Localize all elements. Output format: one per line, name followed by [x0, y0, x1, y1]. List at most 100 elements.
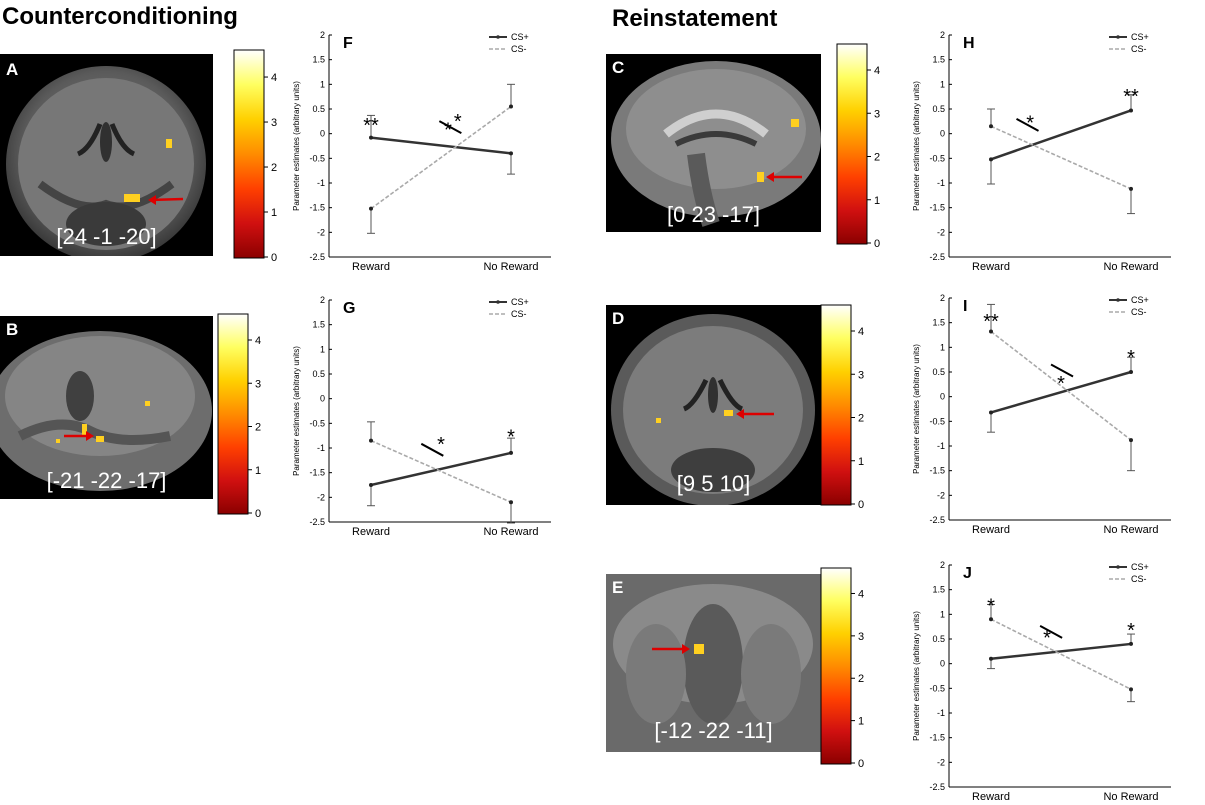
- y-tick-label: -0.5: [309, 418, 325, 428]
- colorbar-tick-label: 4: [874, 65, 880, 77]
- legend-label: CS-: [1131, 44, 1147, 54]
- x-tick-label: No Reward: [1103, 524, 1158, 533]
- y-axis-label: Parameter estimates (arbitrary units): [912, 344, 921, 474]
- y-tick-label: -2: [317, 227, 325, 237]
- series-line: [990, 618, 1132, 691]
- data-point: [509, 104, 513, 109]
- panel-label-b: B: [6, 320, 19, 339]
- brain-image-b: [0, 331, 212, 491]
- colorbar-tick-label: 0: [271, 252, 277, 264]
- x-tick-label: Reward: [352, 261, 390, 270]
- y-tick-label: 0.5: [312, 104, 325, 114]
- section-title-counterconditioning: Counterconditioning: [2, 3, 238, 30]
- activation-blob: [124, 194, 140, 202]
- legend-marker: [496, 35, 500, 39]
- data-point: [1129, 186, 1133, 191]
- colorbar-tick-label: 4: [255, 335, 261, 347]
- significance-bar: [1050, 363, 1074, 378]
- data-point: [1129, 438, 1133, 443]
- significance-bar: [438, 120, 462, 135]
- colorbar-tick-label: 1: [858, 716, 864, 728]
- colorbar-tick-label: 1: [874, 195, 880, 207]
- y-tick-label: -2: [937, 490, 945, 500]
- significance-marker: **: [983, 311, 999, 333]
- series-line: [370, 136, 512, 155]
- colorbar-tick-label: 3: [858, 369, 864, 381]
- panel-label-c: C: [612, 58, 625, 77]
- series-line: [370, 451, 512, 487]
- legend-label: CS+: [1131, 295, 1149, 305]
- data-point: [1129, 108, 1133, 113]
- y-tick-label: 0: [320, 129, 325, 139]
- significance-bar: [1016, 117, 1039, 132]
- chart-panel-label: F: [343, 35, 353, 52]
- y-tick-label: 1: [940, 79, 945, 89]
- colorbar-tick-label: 0: [255, 508, 261, 520]
- colorbar-gradient: [836, 43, 868, 245]
- y-tick-label: -1: [317, 178, 325, 188]
- y-tick-label: -1: [937, 178, 945, 188]
- data-point: [369, 135, 373, 140]
- chart-panel-label: J: [963, 565, 972, 582]
- y-tick-label: 0: [940, 392, 945, 402]
- colorbar-tick-label: 0: [874, 238, 880, 250]
- colorbar-tick-label: 0: [858, 758, 864, 770]
- activation-blob: [82, 424, 87, 436]
- y-tick-label: -2: [937, 757, 945, 767]
- data-point: [989, 329, 993, 334]
- chart-panel-label: I: [963, 298, 967, 315]
- significance-marker: *: [444, 120, 452, 142]
- brain-panel-c: C [0 23 -17]: [606, 54, 821, 232]
- x-tick-label: No Reward: [483, 526, 538, 535]
- brain-image-c: [611, 61, 821, 227]
- data-point: [1129, 687, 1133, 692]
- legend-label: CS+: [511, 297, 529, 307]
- data-point: [509, 151, 513, 156]
- colorbar-tick-label: 3: [271, 117, 277, 129]
- colorbar-tick-label: 3: [858, 631, 864, 643]
- legend-label: CS-: [1131, 574, 1147, 584]
- chart-panel-label: H: [963, 35, 975, 52]
- y-tick-label: -2.5: [929, 782, 945, 792]
- legend-marker: [1116, 298, 1120, 302]
- colorbar-gradient: [820, 567, 852, 765]
- series-line: [370, 105, 512, 210]
- brain-image-a: [6, 66, 206, 256]
- arrow-head: [148, 195, 156, 205]
- panel-label-a: A: [6, 60, 19, 79]
- y-tick-label: 1.5: [932, 585, 945, 595]
- y-tick-label: -2: [317, 492, 325, 502]
- data-point: [989, 124, 993, 129]
- x-tick-label: Reward: [972, 791, 1010, 800]
- y-tick-label: -2.5: [929, 252, 945, 262]
- y-tick-label: 2: [940, 30, 945, 40]
- legend-label: CS+: [1131, 32, 1149, 42]
- y-tick-label: -1.5: [929, 203, 945, 213]
- data-point: [509, 450, 513, 455]
- y-tick-label: -2.5: [309, 252, 325, 262]
- y-tick-label: 1: [940, 342, 945, 352]
- y-tick-label: 0.5: [312, 369, 325, 379]
- y-tick-label: -2.5: [309, 517, 325, 527]
- y-tick-label: 0: [940, 659, 945, 669]
- series-line: [990, 370, 1132, 414]
- arrow-head: [682, 644, 690, 654]
- y-tick-label: -1.5: [309, 203, 325, 213]
- y-axis-label: Parameter estimates (arbitrary units): [292, 346, 301, 476]
- activation-blob: [96, 436, 104, 442]
- series-line: [990, 125, 1132, 190]
- arrow-head: [86, 431, 94, 441]
